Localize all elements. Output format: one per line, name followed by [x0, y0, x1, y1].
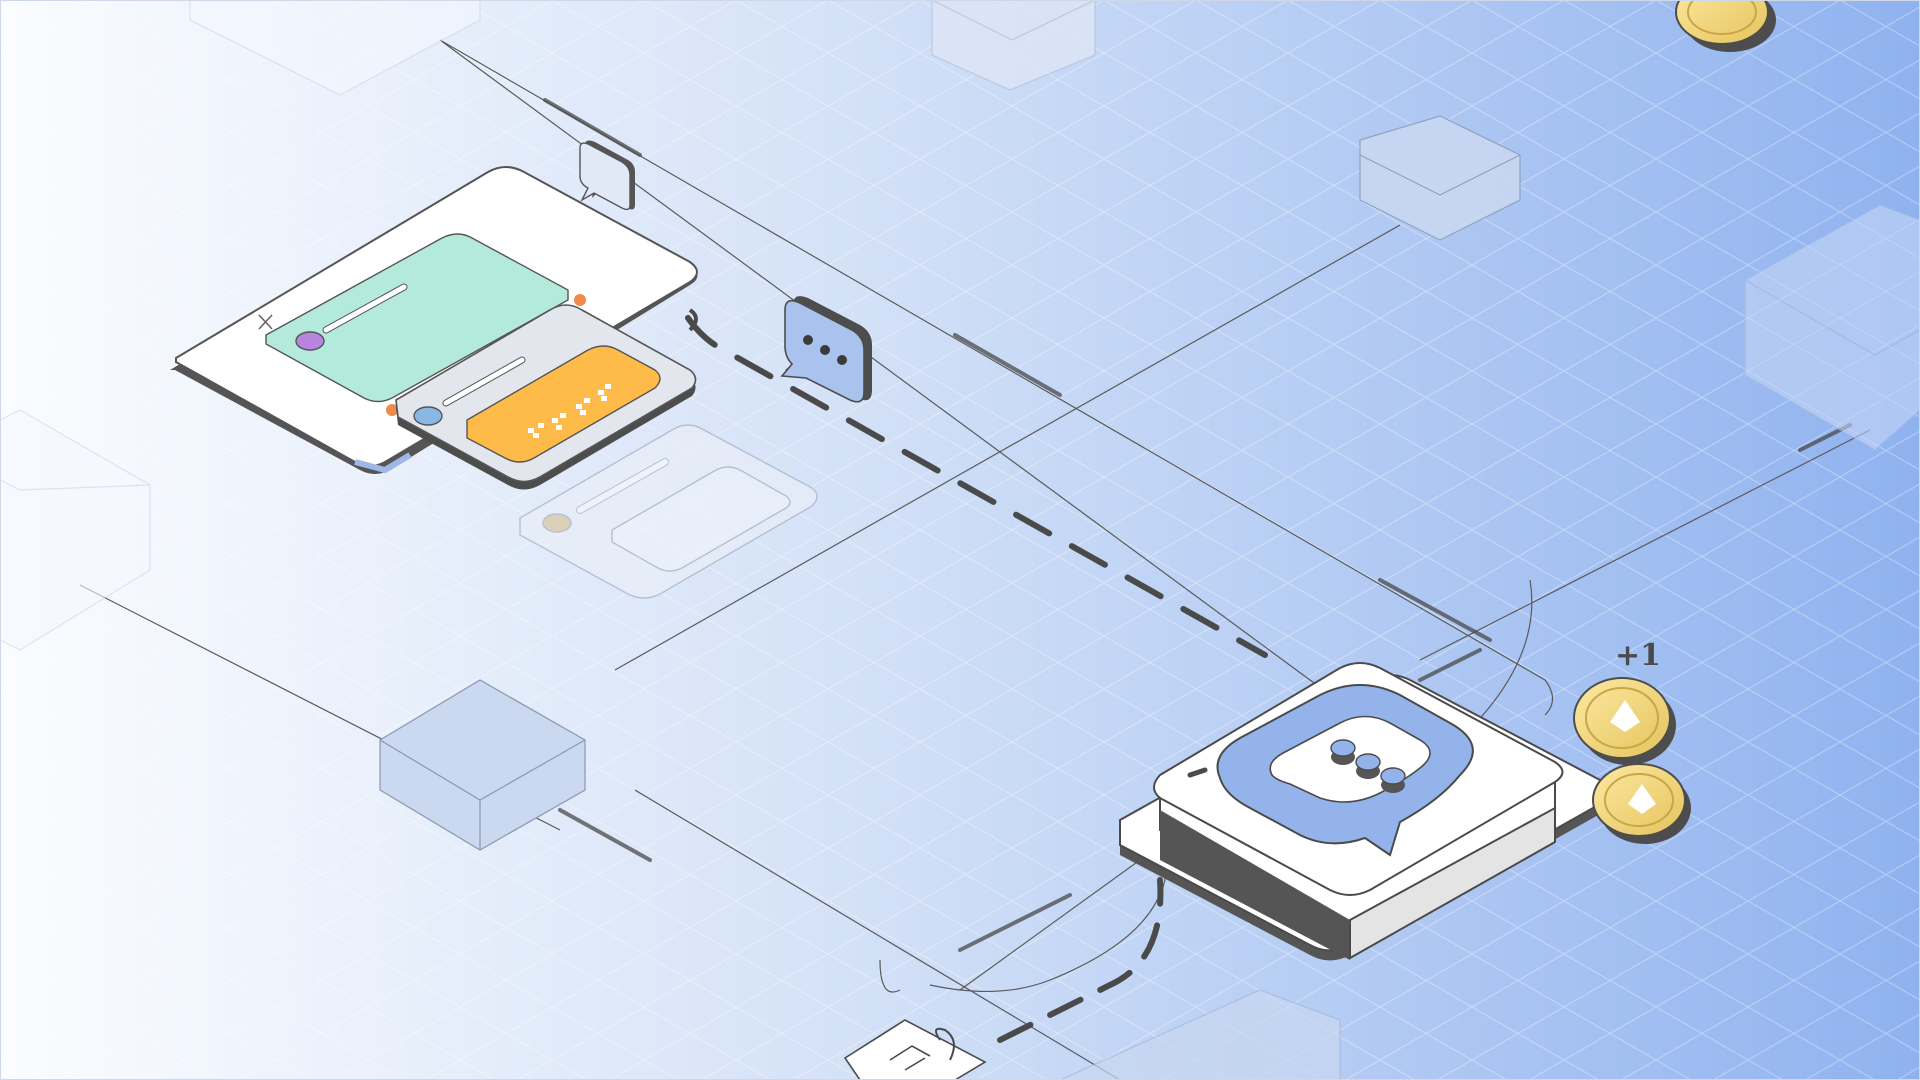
- dashed-connector: [685, 315, 1268, 658]
- ticket-icon: [843, 1019, 987, 1080]
- bg-box-bottom-center: [1059, 989, 1341, 1080]
- pixel-pattern-icon: [528, 384, 611, 438]
- typing-dot: [837, 355, 847, 365]
- typing-dot: [820, 345, 830, 355]
- reward-label: +1: [1615, 638, 1661, 673]
- typing-bubble-icon: [780, 296, 872, 403]
- bg-box-right-edge: [1744, 204, 1920, 451]
- bg-box-left-edge: [0, 409, 151, 651]
- connection-lines: [79, 39, 1871, 1080]
- bg-box-top-center: [931, 0, 1096, 91]
- message-card-green: [265, 233, 586, 416]
- chat-bubble-icon: [579, 140, 635, 211]
- coin-icon: [1675, 0, 1776, 52]
- bg-box-right-top: [1359, 115, 1521, 241]
- line-highlights: [543, 98, 1852, 952]
- message-card-faded: [519, 424, 818, 599]
- chat-platform-icon: [1119, 662, 1611, 961]
- coin-icon: [1592, 763, 1691, 844]
- typing-dot: [803, 335, 813, 345]
- avatar: [413, 406, 443, 426]
- avatar: [542, 513, 572, 533]
- typing-dot: [1355, 753, 1381, 779]
- message-card-orange: [395, 304, 697, 490]
- dashed-connector-bottom: [997, 877, 1164, 1043]
- x-mark-icon: [258, 314, 273, 330]
- typing-dot: [1330, 739, 1356, 765]
- bg-box-mid-left: [379, 679, 586, 851]
- bg-box-top-left: [189, 0, 481, 96]
- avatar: [295, 331, 325, 351]
- coin-icon: [1573, 677, 1676, 765]
- typing-dot: [1380, 767, 1406, 793]
- messaging-device: [170, 166, 698, 474]
